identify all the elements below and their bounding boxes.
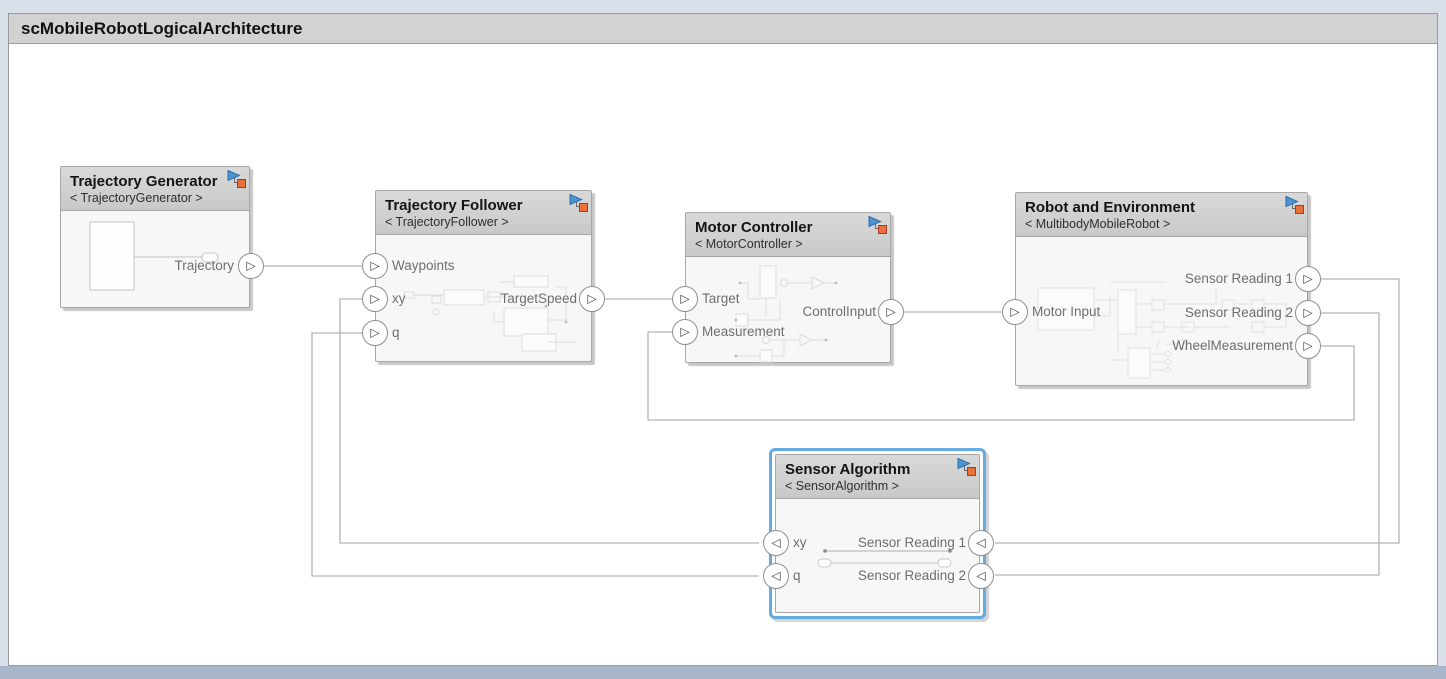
port-label-sensor-reading-2: Sensor Reading 2	[1184, 305, 1293, 320]
port-in-sa-sensor-reading-2[interactable]: ◁	[968, 563, 994, 589]
left-pointing-triangle-icon: ◁	[771, 535, 781, 550]
model-title-bar: scMobileRobotLogicalArchitecture	[9, 14, 1437, 44]
port-label-trajectory: Trajectory	[174, 258, 234, 273]
right-pointing-triangle-icon: ▷	[370, 291, 380, 306]
block-sensor-algorithm[interactable]: Sensor Algorithm < SensorAlgorithm >	[775, 454, 980, 613]
right-pointing-triangle-icon: ▷	[246, 258, 256, 273]
left-pointing-triangle-icon: ◁	[976, 535, 986, 550]
port-in-waypoints[interactable]: ▷	[362, 253, 388, 279]
port-in-xy[interactable]: ▷	[362, 286, 388, 312]
block-title: Sensor Algorithm	[785, 461, 911, 478]
port-in-target[interactable]: ▷	[672, 286, 698, 312]
port-label-targetspeed: TargetSpeed	[500, 291, 577, 306]
block-header: Sensor Algorithm < SensorAlgorithm >	[776, 455, 979, 499]
model-title: scMobileRobotLogicalArchitecture	[21, 19, 303, 38]
right-pointing-triangle-icon: ▷	[370, 258, 380, 273]
port-label-sa-xy: xy	[793, 535, 807, 550]
port-label-target: Target	[702, 291, 740, 306]
left-pointing-triangle-icon: ◁	[771, 568, 781, 583]
port-label-sa-sensor-reading-2: Sensor Reading 2	[857, 568, 966, 583]
simulink-behavior-link-icon[interactable]	[867, 215, 888, 235]
port-label-controlinput: ControlInput	[802, 304, 876, 319]
port-out-wheelmeasurement[interactable]: ▷	[1295, 333, 1321, 359]
right-pointing-triangle-icon: ▷	[1303, 271, 1313, 286]
block-trajectory-generator[interactable]: Trajectory Generator < TrajectoryGenerat…	[60, 166, 250, 308]
port-label-xy: xy	[392, 291, 406, 306]
port-label-waypoints: Waypoints	[392, 258, 455, 273]
port-label-motor-input: Motor Input	[1032, 304, 1101, 319]
block-stereotype: < SensorAlgorithm >	[785, 479, 899, 493]
block-stereotype: < MotorController >	[695, 237, 803, 251]
port-in-sa-sensor-reading-1[interactable]: ◁	[968, 530, 994, 556]
simulink-behavior-link-icon[interactable]	[956, 457, 977, 477]
right-pointing-triangle-icon: ▷	[680, 324, 690, 339]
block-header: Motor Controller < MotorController >	[686, 213, 890, 257]
port-label-sa-sensor-reading-1: Sensor Reading 1	[857, 535, 966, 550]
right-pointing-triangle-icon: ▷	[886, 304, 896, 319]
horizontal-scrollbar[interactable]	[0, 666, 1446, 679]
port-in-q[interactable]: ▷	[362, 320, 388, 346]
port-in-motor-input[interactable]: ▷	[1002, 299, 1028, 325]
right-pointing-triangle-icon: ▷	[680, 291, 690, 306]
port-in-measurement[interactable]: ▷	[672, 319, 698, 345]
block-title: Motor Controller	[695, 219, 813, 236]
port-label-q: q	[392, 325, 400, 340]
port-out-controlinput[interactable]: ▷	[878, 299, 904, 325]
port-out-sensor-reading-2[interactable]: ▷	[1295, 300, 1321, 326]
right-pointing-triangle-icon: ▷	[1303, 305, 1313, 320]
block-header: Trajectory Follower < TrajectoryFollower…	[376, 191, 591, 235]
block-stereotype: < TrajectoryGenerator >	[70, 191, 203, 205]
port-out-xy[interactable]: ◁	[763, 530, 789, 556]
block-stereotype: < TrajectoryFollower >	[385, 215, 509, 229]
simulink-behavior-link-icon[interactable]	[226, 169, 247, 189]
port-out-trajectory[interactable]: ▷	[238, 253, 264, 279]
block-title: Trajectory Follower	[385, 197, 523, 214]
port-label-sensor-reading-1: Sensor Reading 1	[1184, 271, 1293, 286]
port-out-targetspeed[interactable]: ▷	[579, 286, 605, 312]
port-out-q[interactable]: ◁	[763, 563, 789, 589]
port-label-measurement: Measurement	[702, 324, 785, 339]
right-pointing-triangle-icon: ▷	[370, 325, 380, 340]
port-label-wheelmeasurement: WheelMeasurement	[1172, 338, 1293, 353]
right-pointing-triangle-icon: ▷	[1010, 304, 1020, 319]
block-header: Robot and Environment < MultibodyMobileR…	[1016, 193, 1307, 237]
port-out-sensor-reading-1[interactable]: ▷	[1295, 266, 1321, 292]
block-title: Robot and Environment	[1025, 199, 1195, 216]
right-pointing-triangle-icon: ▷	[1303, 338, 1313, 353]
block-header: Trajectory Generator < TrajectoryGenerat…	[61, 167, 249, 211]
left-pointing-triangle-icon: ◁	[976, 568, 986, 583]
simulink-behavior-link-icon[interactable]	[568, 193, 589, 213]
port-label-sa-q: q	[793, 568, 801, 583]
simulink-behavior-link-icon[interactable]	[1284, 195, 1305, 215]
right-pointing-triangle-icon: ▷	[587, 291, 597, 306]
block-title: Trajectory Generator	[70, 173, 218, 190]
block-stereotype: < MultibodyMobileRobot >	[1025, 217, 1171, 231]
